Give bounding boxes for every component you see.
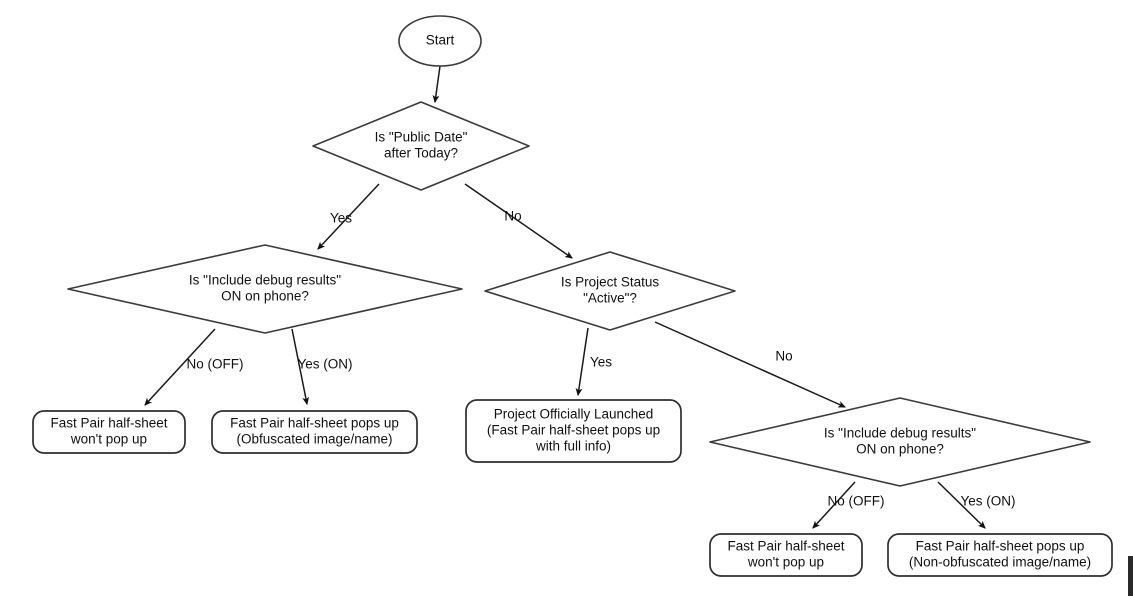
edges-layer (144, 65, 986, 529)
edge-label-debug-left-yes-on: Yes (ON) (297, 357, 352, 372)
rounded-box-shape (32, 410, 186, 454)
rounded-box-shape (887, 533, 1113, 577)
page-edge-artifact (1128, 556, 1133, 596)
node-start[interactable]: Start (398, 15, 482, 67)
node-text-line: (Non-obfuscated image/name) (909, 555, 1091, 570)
node-text-line: Is Project Status (561, 275, 660, 290)
decision-diamond-shape (484, 251, 736, 331)
node-text-line: "Active"? (583, 291, 637, 306)
node-q-public-date[interactable]: Is "Public Date"after Today? (312, 101, 530, 191)
edge-public-date-yes (317, 183, 380, 250)
node-text-line: ON on phone? (221, 289, 309, 304)
node-text-line: won't pop up (747, 555, 824, 570)
edge-label-debug-right-no-off: No (OFF) (828, 494, 885, 509)
edge-label-status-yes: Yes (590, 355, 612, 370)
node-text-line: Is "Include debug results" (189, 273, 341, 288)
edge-debug-right-no-off (812, 481, 856, 529)
edge-labels-layer: Yes No No (OFF) Yes (ON) Yes No No (OFF)… (187, 209, 1016, 509)
node-q-debug-left[interactable]: Is "Include debug results"ON on phone? (67, 244, 463, 334)
node-text-line: Fast Pair half-sheet (727, 539, 844, 554)
edge-label-public-date-no: No (504, 209, 521, 224)
node-text-line: (Fast Pair half-sheet pops up (487, 423, 660, 438)
decision-diamond-shape (312, 101, 530, 191)
edge-debug-left-no-off (144, 328, 216, 406)
node-text-line: won't pop up (70, 432, 147, 447)
node-q-debug-right[interactable]: Is "Include debug results"ON on phone? (709, 397, 1091, 487)
node-text-line: Is "Include debug results" (824, 426, 976, 441)
node-q-project-status[interactable]: Is Project Status"Active"? (484, 251, 736, 331)
decision-diamond-shape (709, 397, 1091, 487)
rounded-box-shape (709, 533, 863, 577)
node-text-line: Fast Pair half-sheet pops up (916, 539, 1085, 554)
start-ellipse (398, 15, 482, 67)
edge-start-to-public-date (432, 65, 441, 104)
edge-status-no (654, 321, 846, 408)
edge-label-status-no: No (775, 349, 792, 364)
node-text-line: Fast Pair half-sheet (50, 416, 167, 431)
edge-label-debug-right-yes-on: Yes (ON) (960, 494, 1015, 509)
decision-diamond-shape (67, 244, 463, 334)
rounded-box-shape (211, 410, 418, 454)
edge-debug-right-yes-on (937, 481, 986, 529)
node-text-line: Start (426, 33, 455, 48)
node-text-line: Project Officially Launched (494, 407, 654, 422)
edge-status-yes (575, 327, 589, 397)
edge-debug-left-yes-on (291, 328, 310, 406)
node-out-left-on[interactable]: Fast Pair half-sheet pops up(Obfuscated … (211, 410, 418, 454)
node-out-launched[interactable]: Project Officially Launched(Fast Pair ha… (465, 399, 682, 463)
node-text-line: after Today? (384, 146, 458, 161)
node-text-line: Fast Pair half-sheet pops up (230, 416, 399, 431)
rounded-box-shape (465, 399, 682, 463)
edge-label-public-date-yes: Yes (330, 211, 352, 226)
node-text-line: ON on phone? (856, 442, 944, 457)
node-text-line: Is "Public Date" (375, 130, 468, 145)
edge-label-debug-left-no-off: No (OFF) (187, 357, 244, 372)
node-text-line: (Obfuscated image/name) (236, 432, 392, 447)
node-out-right-on[interactable]: Fast Pair half-sheet pops up(Non-obfusca… (887, 533, 1113, 577)
edge-public-date-no (464, 183, 573, 259)
nodes-layer: Start Is "Public Date"after Today? Is "I… (32, 15, 1113, 577)
node-text-line: with full info) (535, 439, 611, 454)
